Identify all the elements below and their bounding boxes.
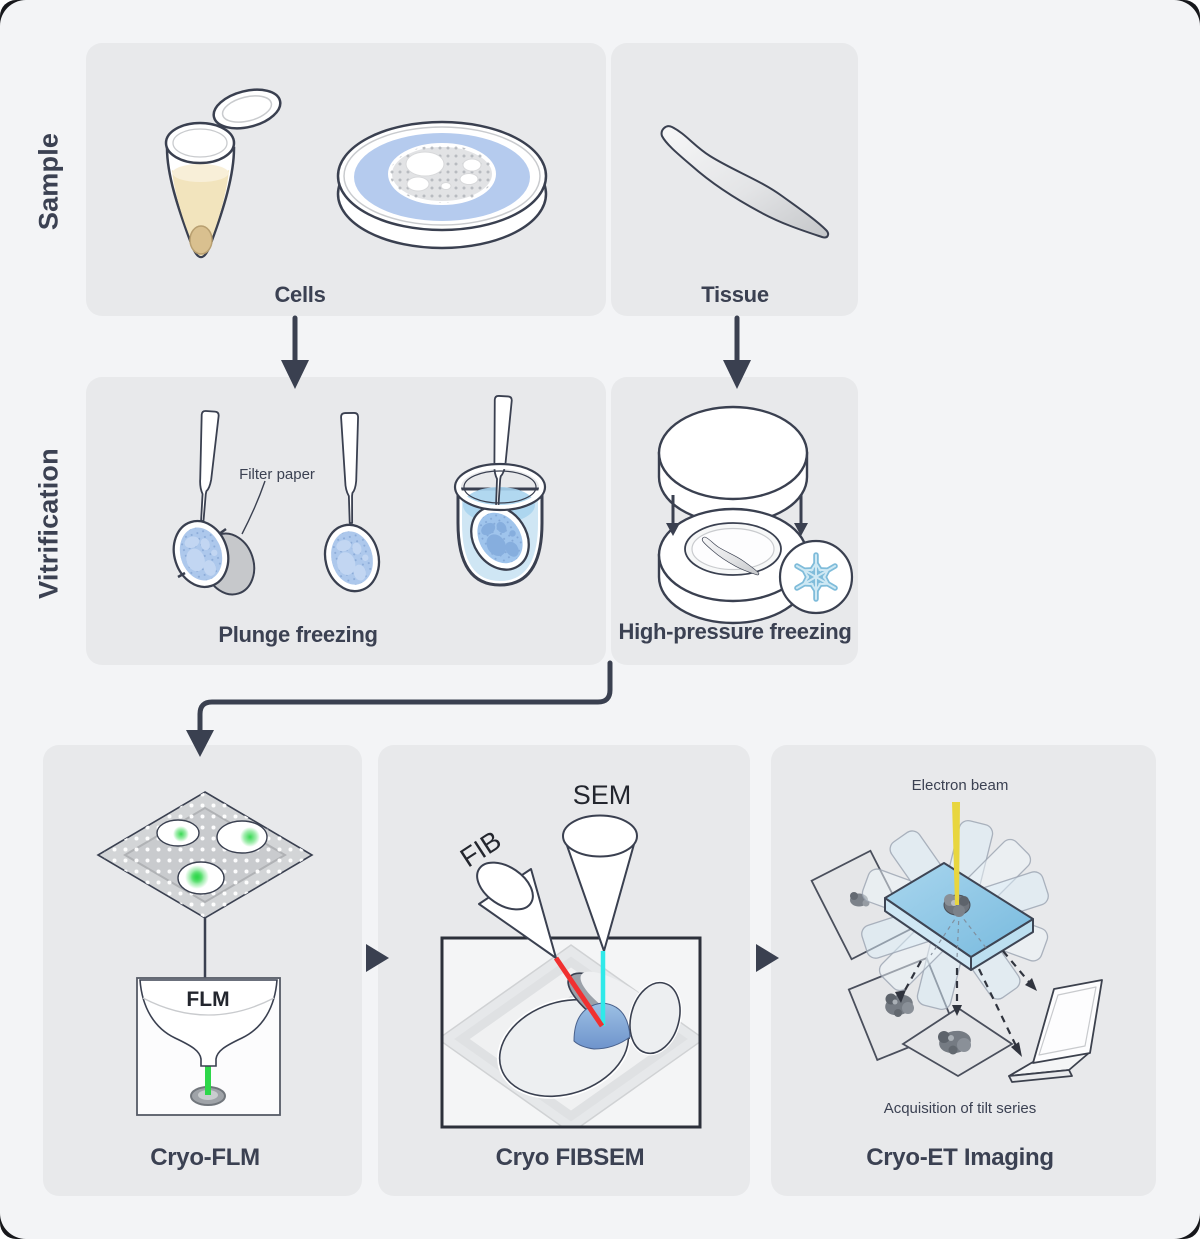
projection-rays bbox=[930, 912, 988, 960]
tilt-series-caption: Acquisition of tilt series bbox=[883, 1100, 1037, 1117]
worm-illustration bbox=[660, 125, 830, 239]
flm-objective bbox=[139, 979, 278, 1067]
autogrid-shuttle bbox=[497, 971, 682, 1099]
projection-1 bbox=[850, 892, 870, 907]
em-grid bbox=[317, 517, 387, 599]
electron-beam-label: Electron beam bbox=[911, 777, 1009, 794]
em-grid-square bbox=[96, 791, 314, 919]
tube-lid bbox=[212, 88, 282, 130]
snowflake-icon bbox=[778, 539, 854, 615]
flm-beam bbox=[205, 1066, 211, 1095]
laptop-icon bbox=[1008, 979, 1103, 1083]
tube-illustration bbox=[164, 88, 282, 259]
flm-scope-label: FLM bbox=[186, 988, 230, 1011]
projection-2 bbox=[885, 993, 914, 1017]
filter-paper-label: Filter paper bbox=[239, 466, 315, 483]
hpf-label: High-pressure freezing bbox=[618, 619, 852, 644]
row-label-sample: Sample bbox=[33, 132, 64, 231]
fluorescent-cells bbox=[156, 819, 268, 895]
petri-dish-illustration bbox=[336, 120, 548, 250]
tube-liquid bbox=[172, 170, 229, 256]
tissue-label: Tissue bbox=[701, 282, 769, 307]
fib-column bbox=[476, 861, 557, 959]
cryo-et-illustration bbox=[810, 802, 1103, 1083]
cryo-flm-illustration bbox=[96, 791, 314, 1116]
flm-microscope bbox=[136, 977, 281, 1116]
filter-paper-pointer-line bbox=[241, 480, 266, 535]
petri-colonies bbox=[405, 151, 482, 192]
hpf-bottom-platen bbox=[657, 507, 809, 625]
electron-beam bbox=[952, 802, 960, 905]
press-arrows bbox=[666, 495, 808, 536]
tube-pellet bbox=[189, 225, 213, 255]
cryo-et-title: Cryo-ET Imaging bbox=[866, 1144, 1054, 1171]
sem-label: SEM bbox=[572, 780, 632, 810]
panel-cryo-et bbox=[771, 745, 1156, 1196]
acquisition-arrows bbox=[895, 950, 1037, 1057]
arrow-vitrification-to-flm bbox=[186, 660, 613, 757]
plunge-freezing-label: Plunge freezing bbox=[218, 622, 378, 647]
hpf-top-platen bbox=[657, 405, 809, 525]
fib-beam bbox=[553, 956, 605, 1028]
sem-column bbox=[562, 814, 638, 952]
row-label-vitrification: Vitrification bbox=[33, 448, 64, 599]
cryo-fibsem-illustration bbox=[440, 814, 702, 1129]
fibsem-stage-box bbox=[440, 936, 702, 1129]
cells-label: Cells bbox=[274, 282, 326, 307]
cryo-flm-title: Cryo-FLM bbox=[150, 1144, 260, 1171]
cryo-fibsem-title: Cryo FIBSEM bbox=[495, 1144, 645, 1171]
projection-3 bbox=[938, 1030, 971, 1055]
hpf-illustration bbox=[657, 405, 854, 625]
plunge-freezing-illustration bbox=[164, 394, 547, 599]
